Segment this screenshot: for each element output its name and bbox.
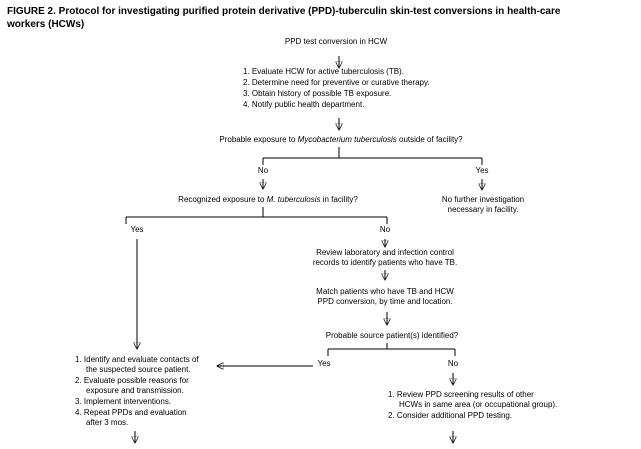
question-text-italic: Mycobacterium tuberculosis	[297, 135, 397, 144]
list-item: 2. Consider additional PPD testing.	[388, 411, 513, 420]
list-item: 3. Implement interventions.	[75, 397, 172, 406]
question-text-italic: M. tuberculosis	[266, 195, 321, 204]
question-text: Probable exposure to	[219, 135, 298, 144]
node-match-patients: Match patients who have TB and HCW PPD c…	[316, 287, 454, 306]
list-item: 2. Evaluate possible reasons for exposur…	[75, 376, 189, 395]
list-item: 4. Repeat PPDs and evaluation after 3 mo…	[75, 408, 187, 427]
question-text: Recognized exposure to	[178, 195, 267, 204]
node-q-facility-exposure: Recognized exposure to M. tuberculosis i…	[178, 195, 358, 205]
label-yes-source: Yes	[317, 359, 331, 368]
node-source-no-steps: 1. Review PPD screening results of other…	[388, 390, 623, 422]
node-initial-steps: 1. Evaluate HCW for active tuberculosis …	[243, 67, 473, 111]
list-item: 4. Notify public health department.	[243, 100, 365, 109]
question-text: in facility?	[320, 195, 358, 204]
node-source-yes-steps: 1. Identify and evaluate contacts of the…	[75, 355, 245, 429]
question-text: outside of facility?	[396, 135, 463, 144]
branch-q-outside	[262, 147, 483, 165]
node-q-source-patient: Probable source patient(s) identified?	[325, 331, 459, 340]
list-item: 2. Determine need for preventive or cura…	[243, 78, 430, 87]
list-item: 1. Identify and evaluate contacts of the…	[75, 355, 199, 374]
node-q-outside-exposure: Probable exposure to Mycobacterium tuber…	[219, 135, 462, 145]
node-start: PPD test conversion in HCW	[284, 37, 388, 46]
figure-title: FIGURE 2. Protocol for investigating pur…	[7, 6, 561, 30]
node-no-further-investigation: No further investigation necessary in fa…	[441, 195, 525, 214]
list-item: 3. Obtain history of possible TB exposur…	[243, 89, 392, 98]
branch-q-source	[327, 343, 456, 356]
list-item: 1. Evaluate HCW for active tuberculosis …	[243, 67, 404, 76]
node-review-records: Review laboratory and infection control …	[312, 248, 458, 267]
label-no-facility: No	[379, 225, 391, 234]
label-yes-outside: Yes	[475, 166, 489, 175]
list-item: 1. Review PPD screening results of other…	[388, 390, 558, 409]
label-yes-facility: Yes	[130, 225, 144, 234]
label-no-outside: No	[257, 166, 269, 175]
branch-q-facility	[125, 207, 388, 224]
label-no-source: No	[447, 359, 459, 368]
